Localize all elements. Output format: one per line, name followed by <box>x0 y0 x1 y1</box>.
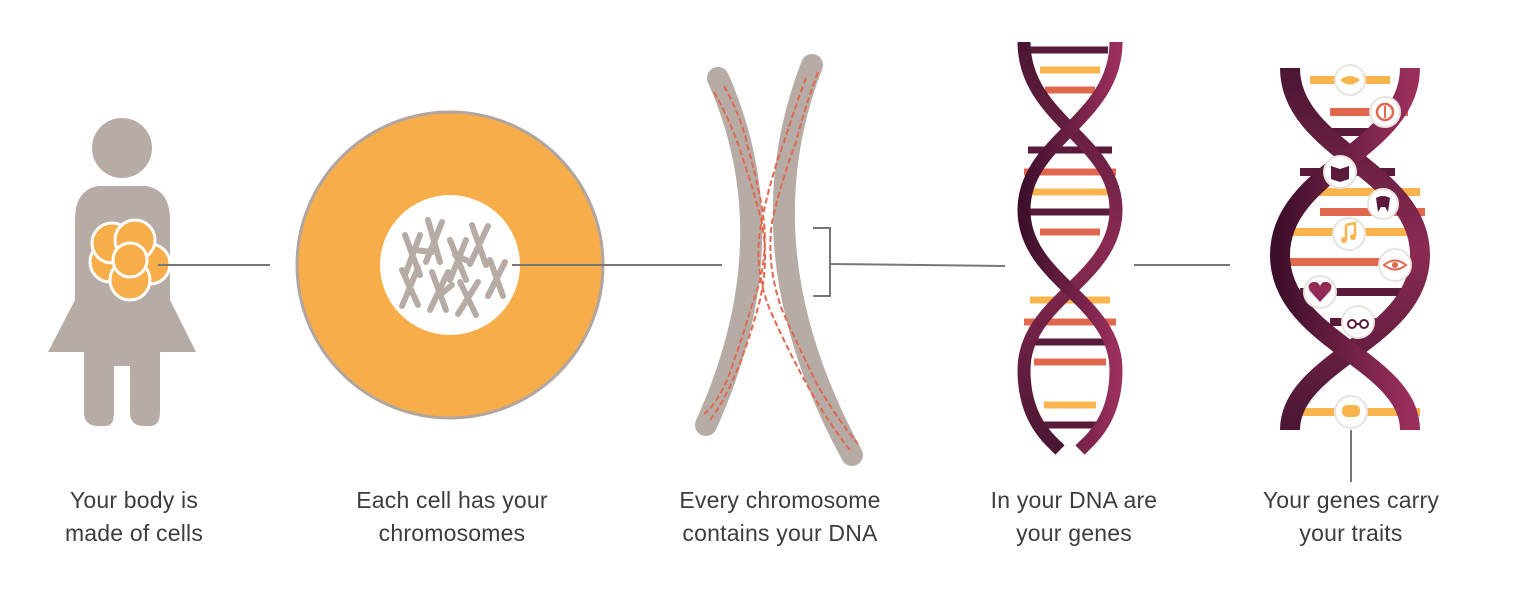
book-icon <box>1323 155 1357 189</box>
chromosome-diagram <box>695 54 863 466</box>
traits-strand-b <box>1269 67 1420 431</box>
caption-line: chromosomes <box>378 520 526 546</box>
cell-nucleus <box>380 195 520 335</box>
eye-icon <box>1378 248 1412 282</box>
caption-chromosome-dna: Every chromosome contains your DNA <box>650 484 910 550</box>
lips-icon <box>1334 64 1366 96</box>
food-icon <box>1369 96 1401 128</box>
caption-line: your genes <box>1016 520 1132 546</box>
caption-genes-traits: Your genes carry your traits <box>1221 484 1481 550</box>
person-head <box>92 118 152 178</box>
caption-line: your traits <box>1299 520 1403 546</box>
caption-line: Every chromosome <box>679 487 881 513</box>
dna-rungs <box>1024 46 1116 429</box>
caption-line: Your body is <box>69 487 199 513</box>
caption-body-cells: Your body is made of cells <box>4 484 264 550</box>
tooth-icon <box>1367 188 1399 220</box>
caption-dna-genes: In your DNA are your genes <box>944 484 1204 550</box>
dna-helix <box>1017 41 1123 455</box>
music-note-icon <box>1332 217 1366 251</box>
heart-rate-icon <box>1303 275 1337 309</box>
person-figure <box>48 118 196 426</box>
caption-line: In your DNA are <box>990 487 1158 513</box>
speech-bubble-icon <box>1334 395 1368 429</box>
person-body <box>48 186 196 426</box>
caption-line: Your genes carry <box>1262 487 1440 513</box>
caption-line: contains your DNA <box>682 520 878 546</box>
dna-strand-b <box>1017 41 1123 455</box>
caption-cell-chromosomes: Each cell has your chromosomes <box>322 484 582 550</box>
caption-line: made of cells <box>64 520 204 546</box>
traits-strand-a <box>1280 67 1431 431</box>
traits-helix <box>1269 64 1431 431</box>
glasses-icon <box>1341 305 1375 339</box>
caption-line: Each cell has your <box>356 487 548 513</box>
cell-diagram <box>295 110 605 420</box>
chromatid-right <box>772 54 863 466</box>
chromosomes-icon <box>399 217 508 318</box>
dna-bracket <box>813 227 831 297</box>
connector-line-3 <box>829 263 1006 267</box>
chromatid-left <box>695 67 763 436</box>
dna-strand-a <box>1017 41 1123 455</box>
